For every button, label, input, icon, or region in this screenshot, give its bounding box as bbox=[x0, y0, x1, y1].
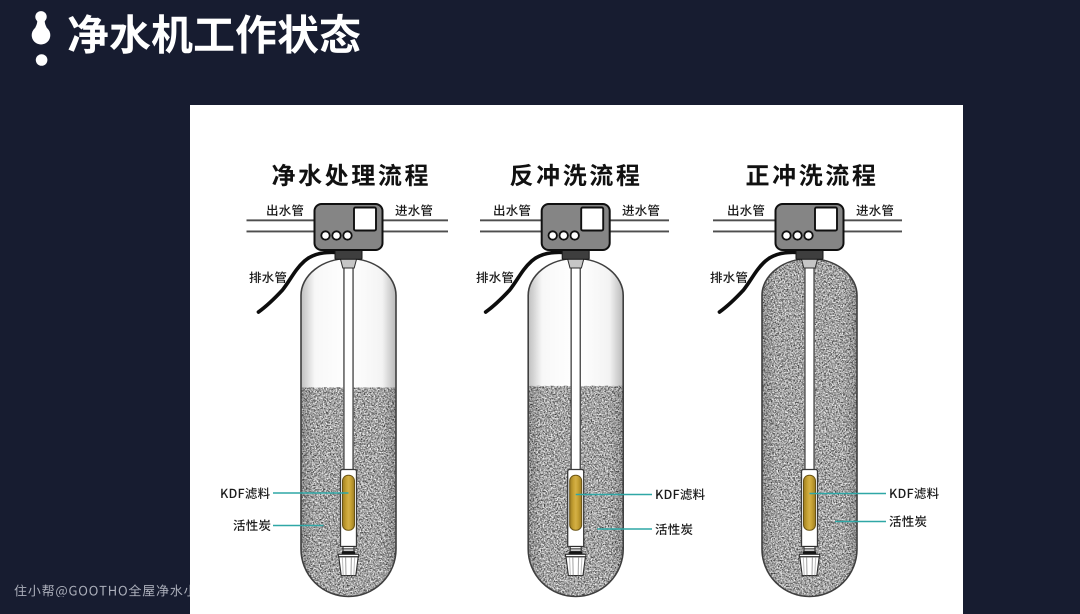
diagram-panel bbox=[190, 105, 963, 614]
water-drop-bullet-icon bbox=[31, 10, 55, 72]
slide-title bbox=[67, 13, 361, 55]
watermark bbox=[14, 584, 211, 597]
